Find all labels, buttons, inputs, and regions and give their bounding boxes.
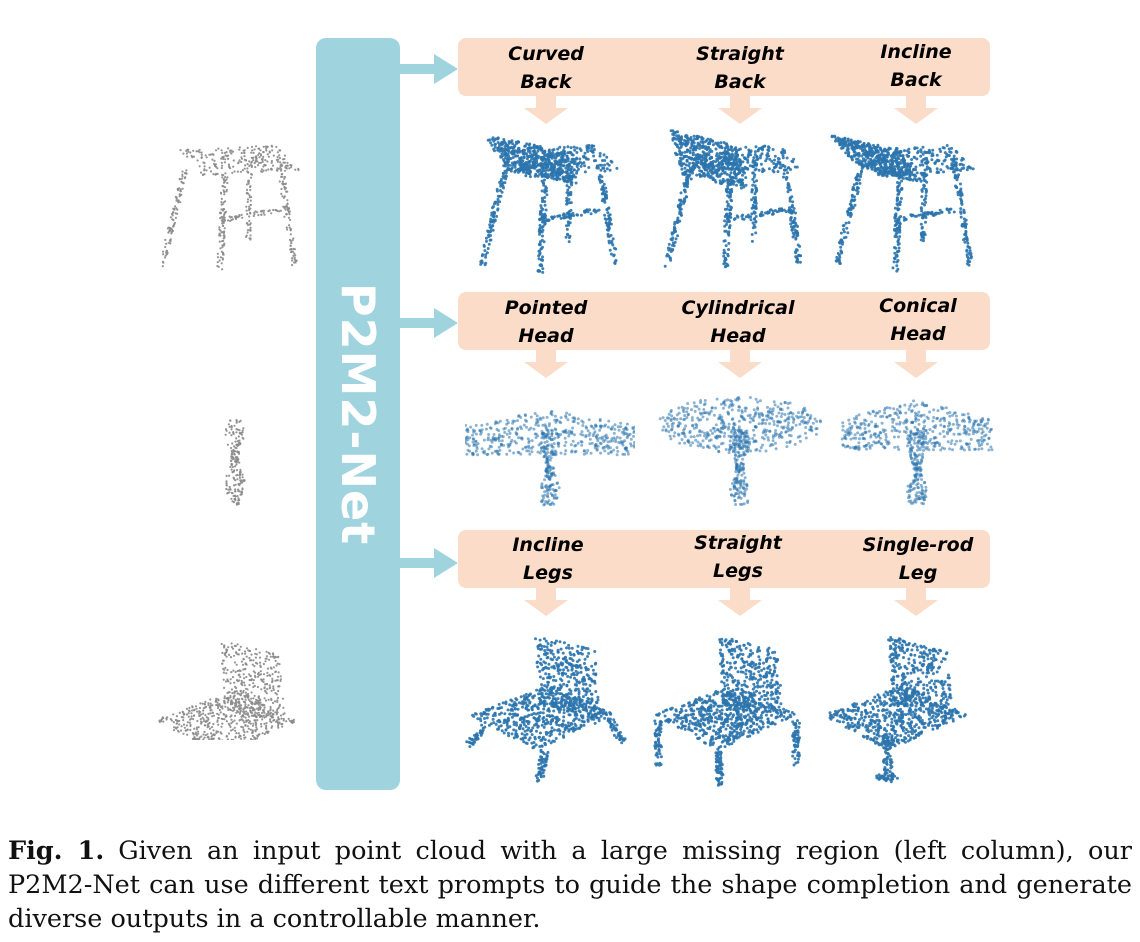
figure-caption: Fig. 1.Given an input point cloud with a…	[8, 834, 1132, 936]
input-point-cloud-lamp	[224, 418, 246, 506]
output-point-cloud-straight-back	[663, 129, 803, 269]
arrow-right-icon	[398, 548, 458, 578]
caption-text: Given an input point cloud with a large …	[8, 836, 1132, 934]
arrow-down-icon	[718, 96, 762, 124]
output-point-cloud-conical-head	[840, 399, 994, 506]
arrow-right-icon	[398, 308, 458, 338]
output-point-cloud-incline-legs	[465, 637, 627, 783]
output-point-cloud-single-rod-leg	[828, 636, 967, 784]
input-point-cloud-chair	[158, 642, 295, 740]
input-point-cloud-stool	[161, 144, 300, 271]
output-point-cloud-curved-back	[479, 136, 619, 274]
output-point-cloud-straight-legs	[653, 637, 801, 787]
network-label: P2M2-Net	[331, 282, 385, 546]
network-bar	[316, 38, 400, 790]
arrow-down-icon	[718, 588, 762, 616]
caption-label: Fig. 1.	[8, 836, 105, 866]
arrow-down-icon	[524, 96, 568, 124]
arrow-down-icon	[894, 350, 938, 378]
prompt-box-back	[458, 38, 990, 96]
prompt-box-legs	[458, 530, 990, 588]
prompt-box-head	[458, 292, 990, 350]
arrow-down-icon	[894, 96, 938, 124]
output-point-cloud-pointed-head	[465, 409, 635, 507]
arrow-down-icon	[524, 588, 568, 616]
arrow-down-icon	[894, 588, 938, 616]
output-point-cloud-cylindrical-head	[658, 396, 822, 506]
arrow-right-icon	[398, 54, 458, 84]
output-point-cloud-incline-back	[830, 134, 975, 273]
arrow-down-icon	[524, 350, 568, 378]
arrow-down-icon	[718, 350, 762, 378]
